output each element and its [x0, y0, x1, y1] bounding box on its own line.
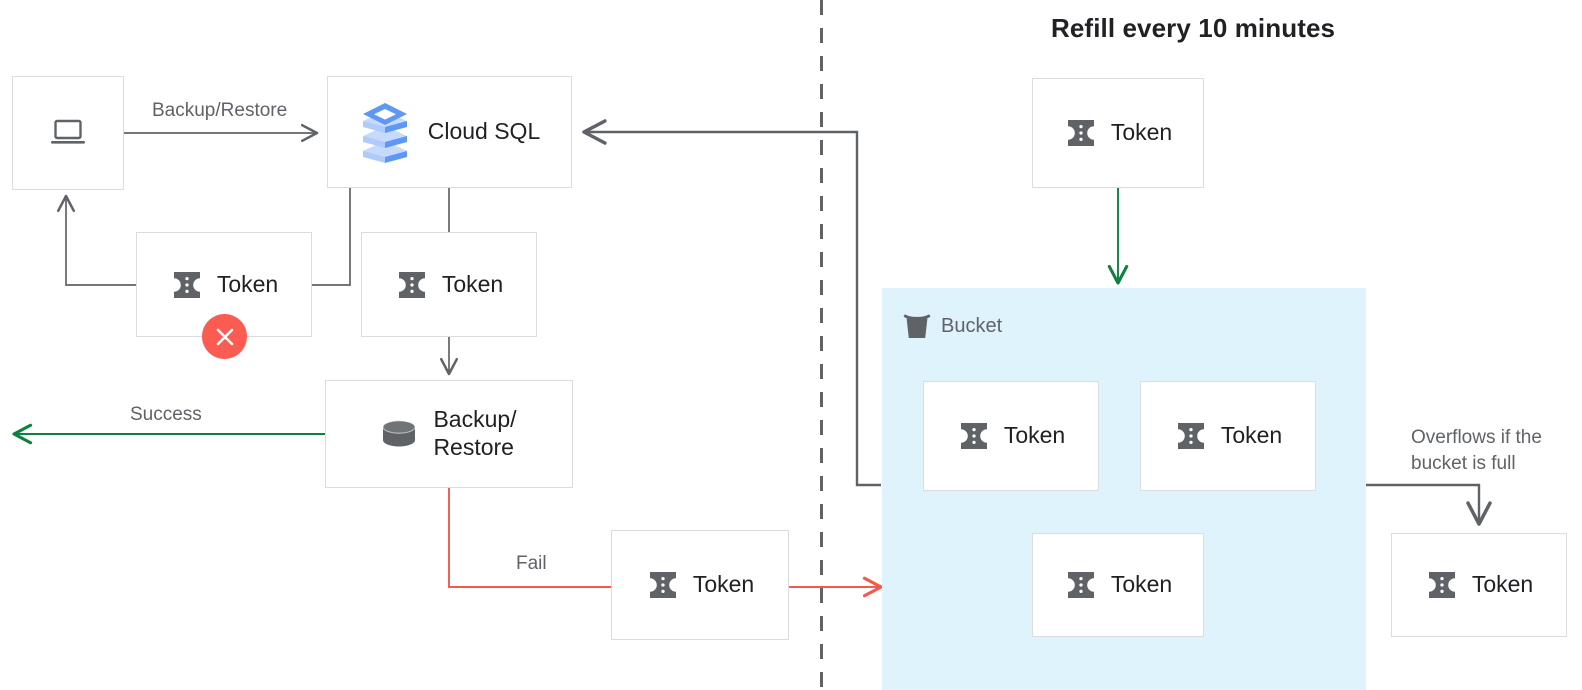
edge-label-success: Success — [130, 404, 202, 425]
edge-cloudsql-to-token-failed — [312, 187, 351, 286]
token-icon — [1064, 570, 1098, 600]
page-title: Refill every 10 minutes — [1051, 13, 1336, 43]
node-cloud-sql[interactable]: Cloud SQL — [327, 76, 572, 188]
node-token-bucket-1[interactable]: Token — [923, 381, 1099, 491]
edge-token-failed-to-client — [56, 194, 136, 286]
node-client[interactable] — [12, 76, 124, 190]
node-token-overflow[interactable]: Token — [1391, 533, 1567, 637]
node-token-overflow-label: Token — [1471, 571, 1534, 598]
token-icon — [170, 270, 204, 300]
node-token-failed-label: Token — [216, 270, 279, 297]
node-token-fail-out-label: Token — [692, 571, 755, 598]
token-icon — [395, 270, 429, 300]
bucket-header: Bucket — [902, 312, 1002, 340]
token-icon — [1174, 421, 1208, 451]
cloud-sql-icon — [359, 101, 411, 163]
token-icon — [957, 421, 991, 451]
node-token-consumed[interactable]: Token — [361, 232, 537, 337]
node-token-fail-out[interactable]: Token — [611, 530, 789, 640]
edge-label-backup-restore: Backup/Restore — [152, 100, 288, 121]
node-token-refill[interactable]: Token — [1032, 78, 1204, 188]
edge-label-fail: Fail — [516, 553, 547, 574]
node-token-bucket-1-label: Token — [1003, 422, 1066, 449]
token-icon — [1064, 118, 1098, 148]
node-token-bucket-2[interactable]: Token — [1140, 381, 1316, 491]
node-token-bucket-3[interactable]: Token — [1032, 533, 1204, 637]
node-token-consumed-label: Token — [441, 270, 504, 297]
token-icon — [1425, 570, 1459, 600]
close-x-icon — [216, 328, 233, 345]
bucket-icon — [902, 312, 932, 340]
laptop-icon — [48, 116, 88, 150]
edge-bucket-to-cloudsql — [582, 119, 881, 487]
edge-label-overflow: Overflows if the bucket is full — [1411, 427, 1542, 474]
token-icon — [646, 570, 680, 600]
node-token-refill-label: Token — [1110, 119, 1173, 146]
node-backup-restore[interactable]: Backup/ Restore — [325, 380, 573, 488]
status-badge-error — [202, 314, 247, 359]
node-backup-restore-label: Backup/ Restore — [433, 406, 517, 460]
node-token-bucket-3-label: Token — [1110, 571, 1173, 598]
bucket-label: Bucket — [941, 314, 1003, 337]
database-icon — [381, 417, 417, 451]
node-token-bucket-2-label: Token — [1220, 422, 1283, 449]
node-cloud-sql-label: Cloud SQL — [427, 118, 541, 145]
edge-bucket-overflow — [1356, 483, 1492, 526]
